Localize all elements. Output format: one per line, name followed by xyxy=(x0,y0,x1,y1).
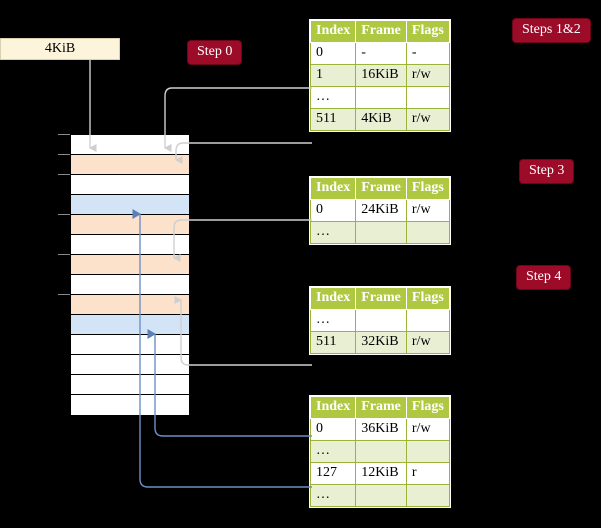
cell-frame xyxy=(355,309,407,332)
memory-tick xyxy=(58,134,71,135)
badge-step-3: Step 3 xyxy=(520,160,574,183)
memory-frame-row xyxy=(71,155,189,175)
cell-index: 1 xyxy=(309,64,357,87)
badge-step-4: Step 4 xyxy=(517,266,571,289)
column-header-index: Index xyxy=(309,287,357,310)
cell-frame: 32KiB xyxy=(355,331,407,354)
cell-index: … xyxy=(309,440,357,463)
table-row: … xyxy=(309,86,450,109)
column-header-flags: Flags xyxy=(405,287,450,310)
physical-memory-column xyxy=(70,134,190,415)
column-header-flags: Flags xyxy=(405,396,450,419)
cell-flags xyxy=(405,484,450,507)
memory-frame-row xyxy=(71,395,189,415)
column-header-flags: Flags xyxy=(405,177,450,200)
memory-frame-row xyxy=(71,135,189,155)
memory-tick xyxy=(58,154,71,155)
column-header-index: Index xyxy=(309,20,357,43)
memory-frame-row xyxy=(71,195,189,215)
column-header-frame: Frame xyxy=(355,396,407,419)
column-header-flags: Flags xyxy=(405,20,450,43)
memory-frame-row xyxy=(71,255,189,275)
cell-frame: 24KiB xyxy=(355,199,407,222)
cell-frame: 12KiB xyxy=(355,462,407,485)
memory-frame-row xyxy=(71,295,189,315)
column-header-index: Index xyxy=(309,177,357,200)
cell-flags xyxy=(405,309,450,332)
table-row: … xyxy=(309,309,450,332)
memory-tick xyxy=(58,214,71,215)
cell-index: 511 xyxy=(309,108,357,131)
memory-frame-row xyxy=(71,235,189,255)
cell-frame xyxy=(355,86,407,109)
cell-flags: r/w xyxy=(405,418,450,441)
memory-frame-row xyxy=(71,215,189,235)
wire-step12-b xyxy=(175,142,312,164)
column-header-frame: Frame xyxy=(355,177,407,200)
cell-flags xyxy=(405,221,450,244)
cell-frame: 4KiB xyxy=(355,108,407,131)
cell-flags xyxy=(405,86,450,109)
memory-tick xyxy=(58,294,71,295)
cell-frame: - xyxy=(355,42,407,65)
cell-flags: r/w xyxy=(405,331,450,354)
memory-frame-row xyxy=(71,355,189,375)
cell-frame xyxy=(355,221,407,244)
cell-index: 0 xyxy=(309,418,357,441)
cell-frame xyxy=(355,484,407,507)
memory-frame-row xyxy=(71,335,189,355)
cell-index: 0 xyxy=(309,42,357,65)
memory-tick xyxy=(58,254,71,255)
memory-frame-row xyxy=(71,175,189,195)
badge-steps-1-2: Steps 1&2 xyxy=(513,19,590,42)
column-header-frame: Frame xyxy=(355,20,407,43)
cell-flags: r/w xyxy=(405,199,450,222)
cell-index: … xyxy=(309,221,357,244)
memory-frame-row xyxy=(71,275,189,295)
free-frame-box: 4KiB xyxy=(0,38,120,60)
cell-flags: r/w xyxy=(405,108,450,131)
cell-index: 127 xyxy=(309,462,357,485)
cell-flags: r/w xyxy=(405,64,450,87)
table-row: 0-- xyxy=(309,42,450,65)
cell-flags xyxy=(405,440,450,463)
memory-frame-row xyxy=(71,315,189,335)
cell-index: … xyxy=(309,484,357,507)
table-row: … xyxy=(309,440,450,463)
table-row: … xyxy=(309,484,450,507)
column-header-index: Index xyxy=(309,396,357,419)
cell-flags: - xyxy=(405,42,450,65)
cell-index: 0 xyxy=(309,199,357,222)
wire-step4 xyxy=(174,296,312,366)
cell-frame: 16KiB xyxy=(355,64,407,87)
memory-tick xyxy=(58,174,71,175)
cell-index: … xyxy=(309,86,357,109)
cell-frame: 36KiB xyxy=(355,418,407,441)
column-header-frame: Frame xyxy=(355,287,407,310)
cell-index: … xyxy=(309,309,357,332)
cell-frame xyxy=(355,440,407,463)
cell-flags: r xyxy=(405,462,450,485)
memory-frame-row xyxy=(71,375,189,395)
table-row: … xyxy=(309,221,450,244)
cell-index: 511 xyxy=(309,331,357,354)
badge-step-0: Step 0 xyxy=(188,41,242,64)
wire-step3 xyxy=(173,219,312,262)
